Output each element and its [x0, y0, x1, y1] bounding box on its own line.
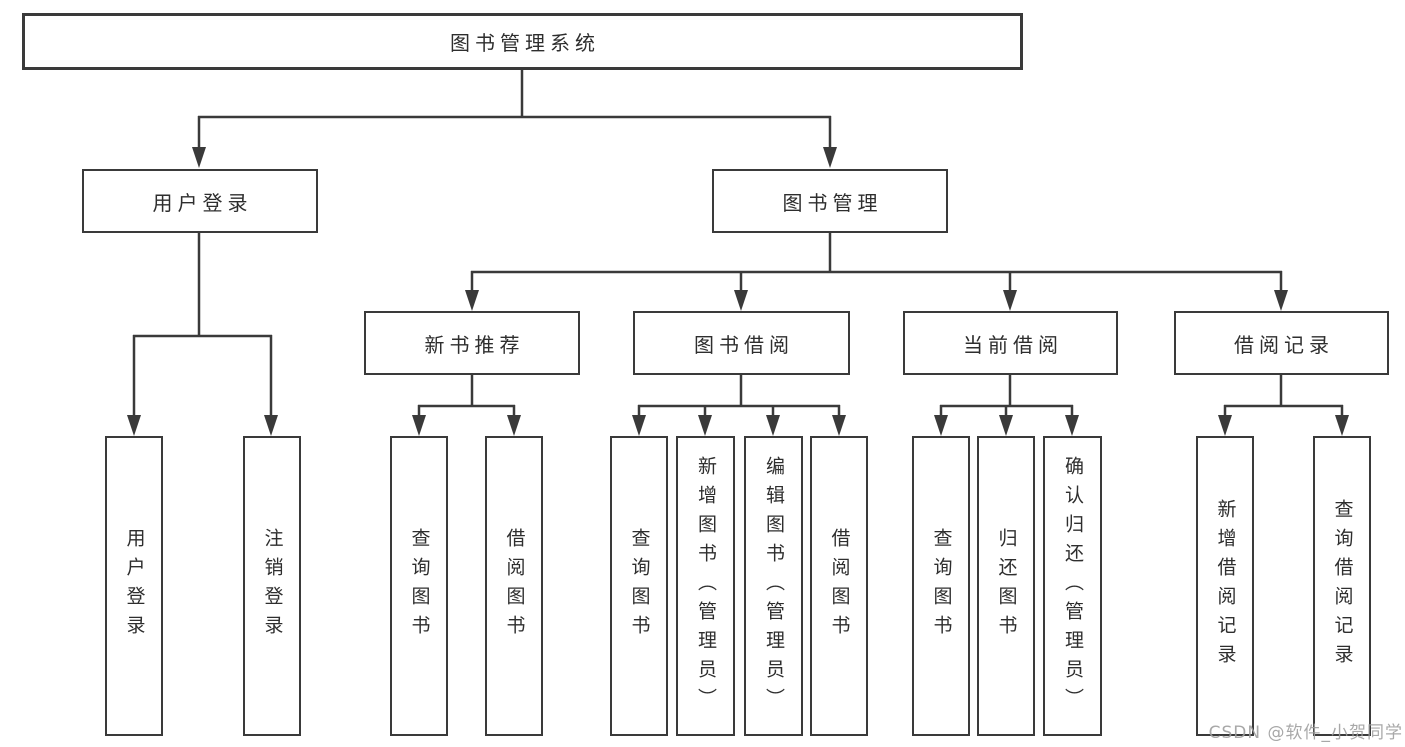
leaf-recommend-query-books-label: 查询图书 — [408, 528, 431, 644]
leaf-logout: 注销登录 — [243, 436, 301, 736]
leaf-user-login-label: 用户登录 — [123, 528, 146, 644]
leaf-borrowing-query-books: 查询图书 — [610, 436, 668, 736]
leaf-return-books-label: 归还图书 — [995, 528, 1018, 644]
leaf-query-borrow-record: 查询借阅记录 — [1313, 436, 1371, 736]
leaf-edit-books-admin-label: 编辑图书（管理员） — [763, 455, 785, 717]
leaf-borrowing-query-books-label: 查询图书 — [628, 528, 651, 644]
leaf-current-query-books: 查询图书 — [912, 436, 970, 736]
leaf-user-login: 用户登录 — [105, 436, 163, 736]
leaf-borrowing-borrow-books: 借阅图书 — [810, 436, 868, 736]
leaf-recommend-borrow-books-label: 借阅图书 — [503, 528, 526, 644]
node-user-login: 用户登录 — [82, 169, 318, 233]
node-user-login-label: 用户登录 — [152, 190, 253, 215]
leaf-add-borrow-record: 新增借阅记录 — [1196, 436, 1254, 736]
node-new-book-recommendation: 新书推荐 — [364, 311, 580, 375]
leaf-query-borrow-record-label: 查询借阅记录 — [1331, 499, 1354, 673]
node-current-borrowing: 当前借阅 — [903, 311, 1118, 375]
node-book-management-label: 图书管理 — [782, 190, 883, 215]
node-root-label: 图书管理系统 — [450, 31, 600, 55]
node-current-borrowing-label: 当前借阅 — [963, 332, 1063, 357]
leaf-current-query-books-label: 查询图书 — [930, 528, 953, 644]
leaf-add-books-admin: 新增图书（管理员） — [676, 436, 735, 736]
leaf-recommend-query-books: 查询图书 — [390, 436, 448, 736]
node-borrowing-records: 借阅记录 — [1174, 311, 1389, 375]
node-book-borrowing: 图书借阅 — [633, 311, 850, 375]
leaf-add-books-admin-label: 新增图书（管理员） — [695, 455, 717, 717]
leaf-confirm-return-admin: 确认归还（管理员） — [1043, 436, 1102, 736]
node-book-borrowing-label: 图书借阅 — [694, 332, 794, 357]
leaf-edit-books-admin: 编辑图书（管理员） — [744, 436, 803, 736]
node-book-management: 图书管理 — [712, 169, 948, 233]
leaf-logout-label: 注销登录 — [261, 528, 284, 644]
node-root: 图书管理系统 — [22, 13, 1023, 70]
node-borrowing-records-label: 借阅记录 — [1234, 332, 1334, 357]
leaf-borrowing-borrow-books-label: 借阅图书 — [828, 528, 851, 644]
leaf-add-borrow-record-label: 新增借阅记录 — [1214, 499, 1237, 673]
leaf-return-books: 归还图书 — [977, 436, 1035, 736]
leaf-recommend-borrow-books: 借阅图书 — [485, 436, 543, 736]
csdn-watermark: CSDN @软件_小贺同学 — [1208, 723, 1403, 743]
leaf-confirm-return-admin-label: 确认归还（管理员） — [1062, 455, 1084, 717]
node-new-book-recommendation-label: 新书推荐 — [424, 332, 525, 357]
